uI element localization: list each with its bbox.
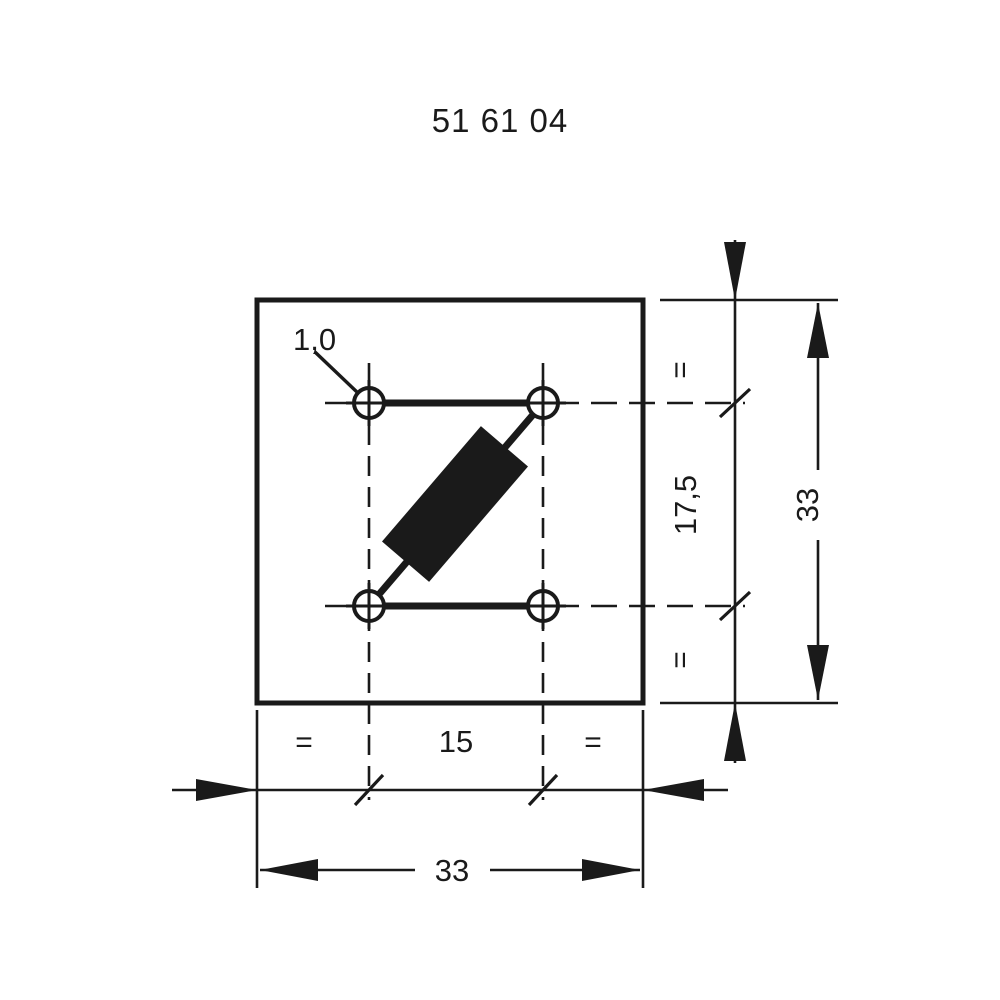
arrow-pitch-horizontal-right [643,779,704,801]
arrow-pitch-vertical-bottom [724,703,746,761]
hole-bottom-right [520,583,566,629]
label-height-overall: 33 [790,488,825,522]
label-equal-left: = [295,726,313,759]
tick-slash-right-top [718,387,752,419]
hole-top-right [520,380,566,426]
hole-top-left [346,380,392,426]
label-equal-top: = [664,361,697,379]
arrow-width-right [582,859,640,881]
tick-slash-bottom-left [353,773,385,807]
label-lead-diameter: 1,0 [293,322,336,357]
part-outline [254,297,646,706]
resistor-body [382,426,528,582]
label-pitch-vertical: 17,5 [668,475,703,535]
hole-bottom-left [346,583,392,629]
label-pitch-horizontal: 15 [439,724,473,759]
tick-slash-right-bottom [718,590,752,622]
arrow-height-bottom [807,645,829,700]
tick-slash-bottom-right [527,773,559,807]
arrow-width-left [260,859,318,881]
label-equal-bottom: = [664,651,697,669]
arrow-height-top [807,303,829,358]
arrow-pitch-horizontal-left [196,779,257,801]
arrow-pitch-vertical-top [724,242,746,300]
leader-line-lead-diameter [313,350,360,395]
label-width-overall: 33 [435,853,469,888]
label-equal-right: = [584,726,602,759]
page-title: 51 61 04 [431,102,569,139]
